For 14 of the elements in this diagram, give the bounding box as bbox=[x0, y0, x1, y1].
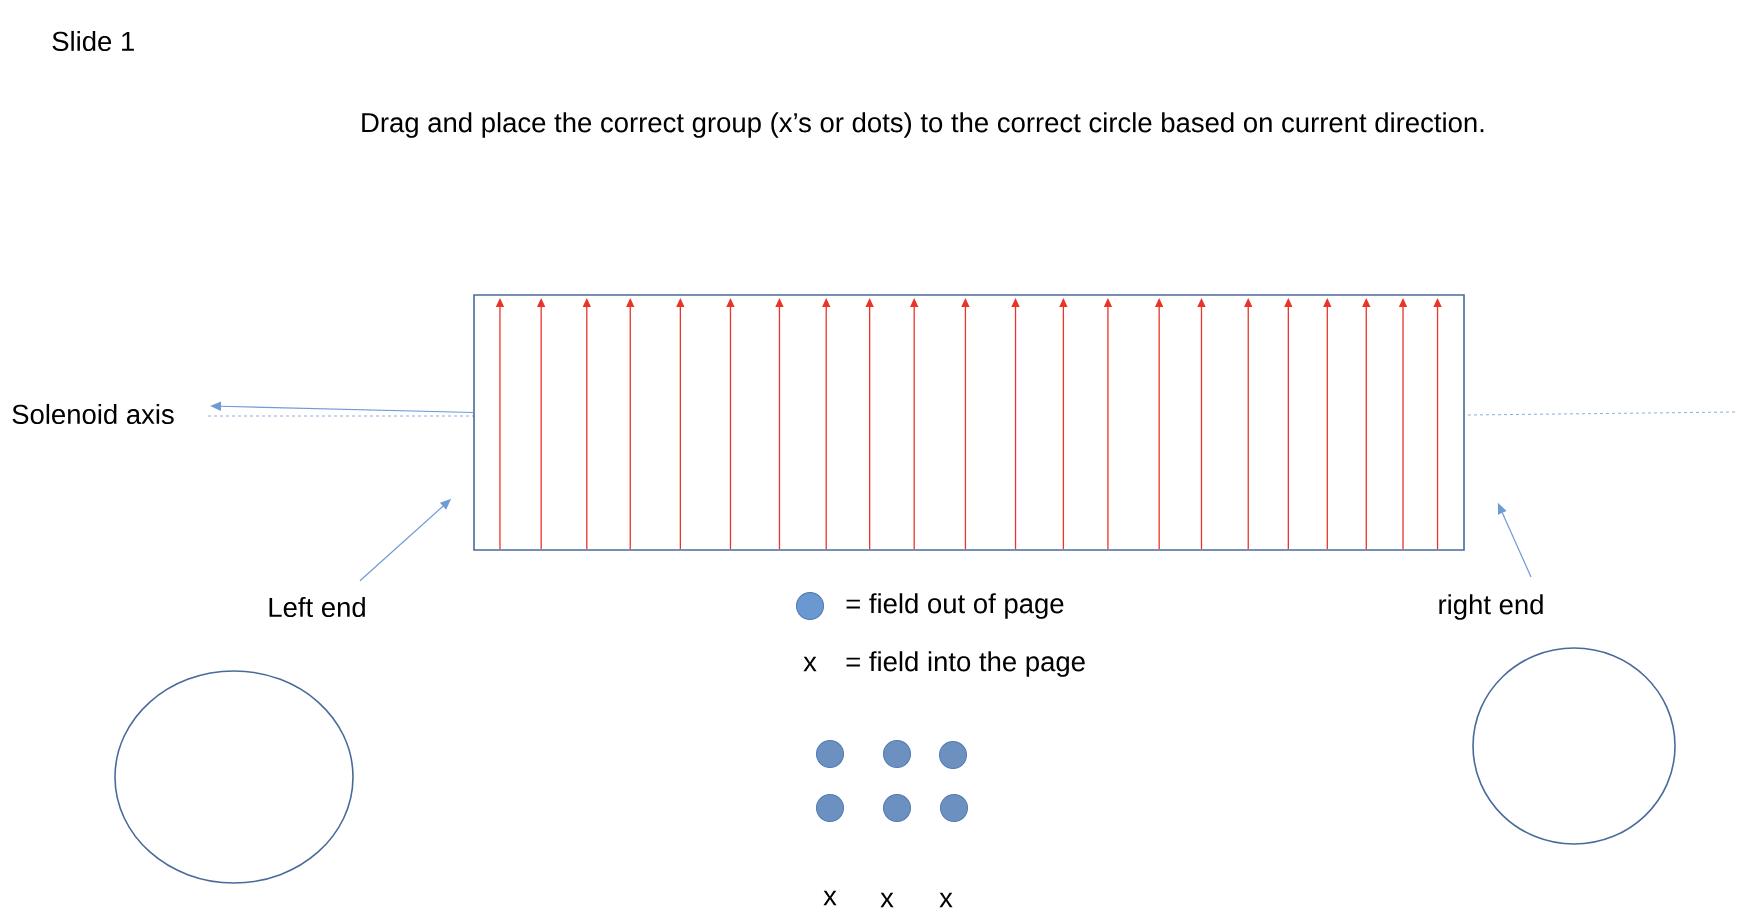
drop-circle bbox=[1472, 647, 1676, 845]
legend-symbol: x bbox=[803, 656, 817, 672]
slide-number: Slide 1 bbox=[52, 30, 134, 52]
legend-text: = field into the page bbox=[846, 651, 1085, 677]
arrow bbox=[210, 401, 474, 414]
legend-text: = field out of page bbox=[846, 593, 1064, 619]
cross-mark: x bbox=[880, 892, 894, 908]
axis-label: Solenoid axis bbox=[12, 403, 174, 425]
end-label: right end bbox=[1439, 594, 1543, 620]
drop-circle bbox=[114, 670, 354, 884]
cross-mark: x bbox=[823, 890, 837, 906]
cross-mark: x bbox=[939, 892, 953, 908]
title: Drag and place the correct group (x’s or dots) to the correct circle based on current direction. bbox=[362, 112, 1484, 138]
end-label: Left end bbox=[269, 596, 365, 618]
